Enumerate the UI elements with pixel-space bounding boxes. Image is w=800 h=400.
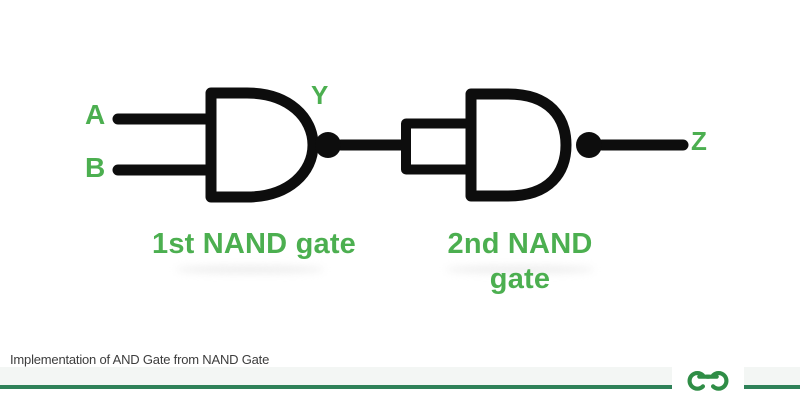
figure-caption: Implementation of AND Gate from NAND Gat…	[10, 352, 270, 367]
input-label-b: B	[85, 152, 106, 183]
gate2-caption: 2nd NAND gate	[447, 228, 593, 295]
output-label-z: Z	[691, 126, 707, 156]
nand-gate-1-bubble	[315, 132, 341, 158]
nand-gate-1-body	[205, 87, 319, 203]
nand-gate-2-body	[465, 88, 572, 202]
intermediate-label-y: Y	[311, 80, 329, 110]
footer-divider-line	[0, 385, 800, 389]
caption-shadow	[175, 266, 325, 273]
footer-band	[0, 367, 800, 385]
nand-gate-2-bubble	[576, 132, 602, 158]
gate1-caption: 1st NAND gate	[151, 228, 357, 260]
input-label-a: A	[85, 99, 106, 130]
geeksforgeeks-logo-icon	[687, 370, 729, 391]
input-tie-rectangle	[401, 118, 475, 175]
geeksforgeeks-logo	[672, 358, 744, 400]
caption-shadow	[445, 266, 595, 273]
